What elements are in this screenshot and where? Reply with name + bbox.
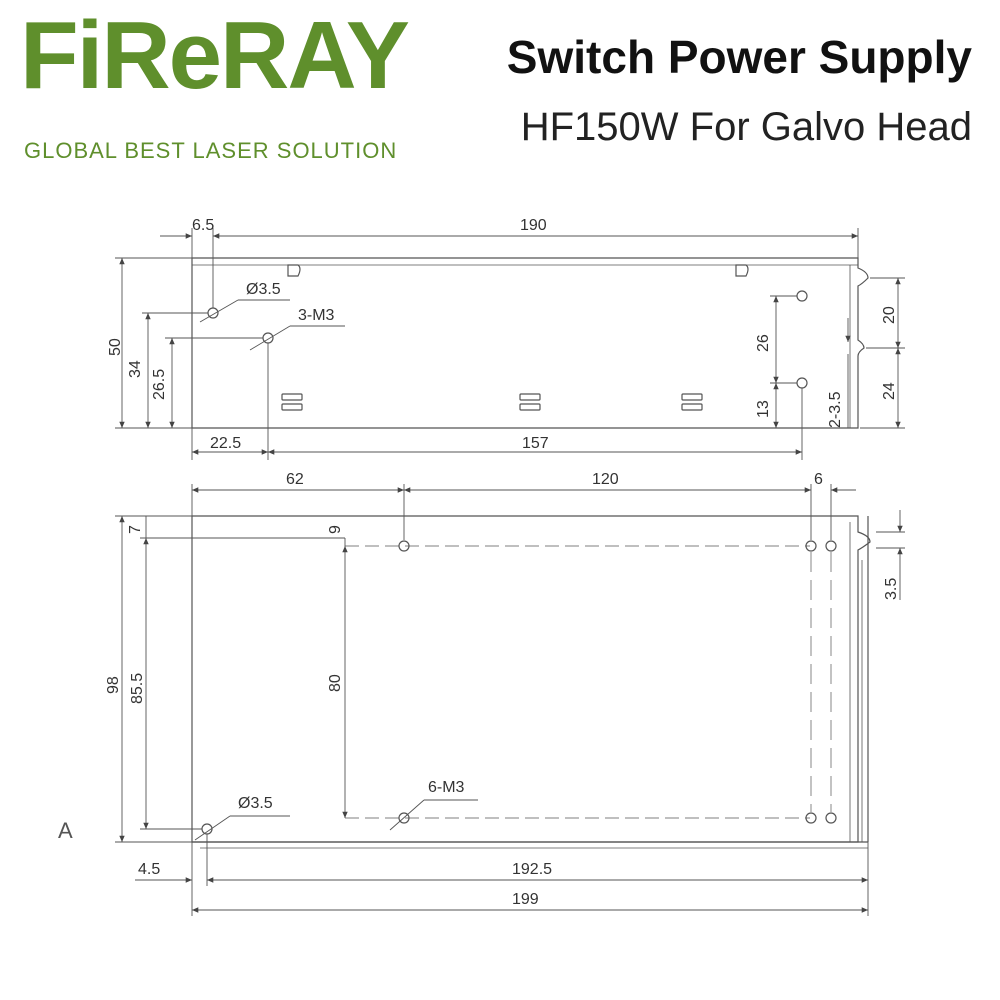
dim-85-5: 85.5 — [129, 673, 146, 704]
dim-6-m3: 6-M3 — [428, 779, 465, 796]
dim-199: 199 — [512, 891, 539, 908]
dim-22-5: 22.5 — [210, 435, 241, 452]
dim-190: 190 — [520, 217, 547, 234]
top-view-holes — [207, 290, 808, 389]
brand-logo: FiReRAY — [20, 2, 410, 109]
page-title: Switch Power Supply — [506, 31, 972, 83]
brand-tagline: GLOBAL BEST LASER SOLUTION — [24, 138, 398, 163]
dim-3-5-side: 3.5 — [883, 578, 900, 600]
top-view-outline — [191, 257, 869, 429]
stray-mark: A — [58, 818, 73, 843]
bottom-view-holes — [201, 540, 837, 835]
dim-62: 62 — [286, 471, 304, 488]
top-view-slots — [281, 264, 749, 411]
dim-34: 34 — [127, 360, 144, 378]
dim-4-5: 4.5 — [138, 861, 160, 878]
bottom-view-dimensions — [115, 484, 905, 916]
dim-7: 7 — [127, 525, 144, 534]
dim-dia-3-5-top: Ø3.5 — [246, 281, 281, 298]
dim-192-5: 192.5 — [512, 861, 552, 878]
dim-80: 80 — [327, 674, 344, 692]
dimension-labels: 6.5 190 Ø3.5 3-M3 50 34 26.5 26 13 2-3.5… — [105, 217, 900, 908]
dim-13: 13 — [755, 400, 772, 418]
dim-dia-3-5-bottom: Ø3.5 — [238, 795, 273, 812]
dim-50: 50 — [107, 338, 124, 356]
dim-20: 20 — [881, 306, 898, 324]
dim-2-3-5: 2-3.5 — [827, 391, 844, 428]
dim-6-5: 6.5 — [192, 217, 214, 234]
dim-24: 24 — [881, 382, 898, 400]
bottom-view-outline — [191, 515, 871, 849]
dim-9: 9 — [327, 525, 344, 534]
header: FiReRAY GLOBAL BEST LASER SOLUTION Switc… — [0, 0, 1000, 175]
dim-26: 26 — [755, 334, 772, 352]
top-view-dimensions — [115, 228, 905, 460]
dim-120: 120 — [592, 471, 619, 488]
dim-26-5: 26.5 — [151, 369, 168, 400]
dim-6: 6 — [814, 471, 823, 488]
page-subtitle: HF150W For Galvo Head — [520, 105, 972, 149]
dim-98: 98 — [105, 676, 122, 694]
dim-157: 157 — [522, 435, 549, 452]
dim-3-m3: 3-M3 — [298, 307, 335, 324]
